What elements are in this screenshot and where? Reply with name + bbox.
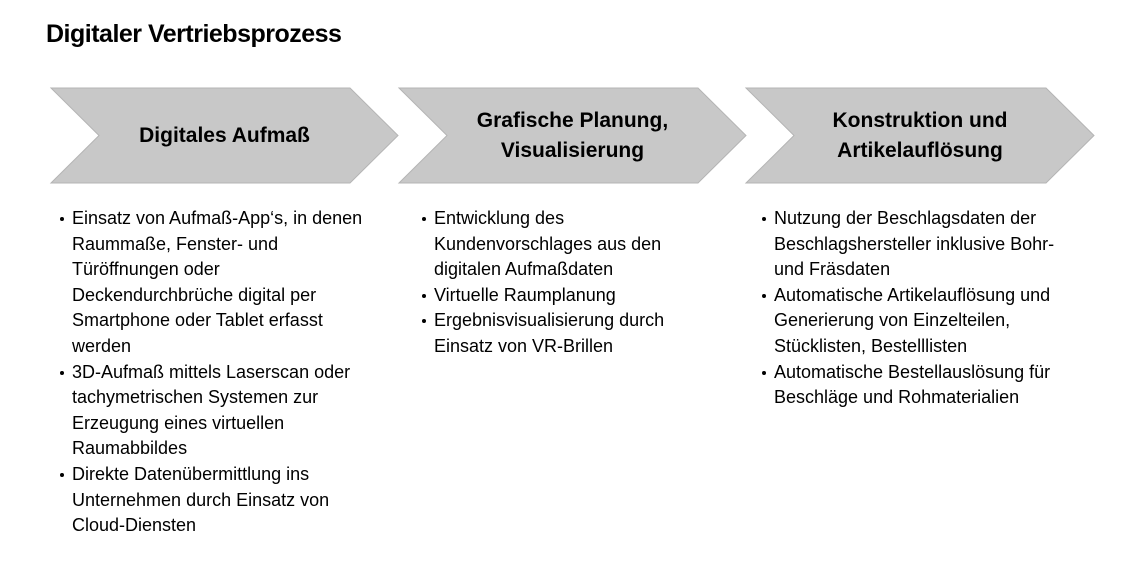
bullet-item: 3D-Aufmaß mittels Laserscan oder tachyme…	[60, 360, 385, 462]
bullet-item: Direkte Datenübermittlung ins Unternehme…	[60, 462, 385, 539]
chevron-step-2	[397, 87, 747, 184]
bullet-item: Nutzung der Beschlagsdaten der Beschlags…	[762, 206, 1082, 283]
bullet-item: Entwicklung des Kundenvorschlages aus de…	[422, 206, 722, 283]
bullet-item: Automatische Artikelauflösung und Generi…	[762, 283, 1082, 360]
process-chevrons	[49, 87, 1095, 184]
diagram-title: Digitaler Vertriebsprozess	[46, 20, 342, 48]
step-3-bullet-list: Nutzung der Beschlagsdaten der Beschlags…	[762, 206, 1082, 411]
chevron-step-3	[744, 87, 1095, 184]
bullet-item: Einsatz von Aufmaß-App‘s, in denen Raumm…	[60, 206, 385, 360]
bullet-item: Ergebnisvisualisierung durch Einsatz von…	[422, 308, 722, 359]
chevron-step-1	[49, 87, 399, 184]
step-1-bullet-list: Einsatz von Aufmaß-App‘s, in denen Raumm…	[60, 206, 385, 539]
step-2-label: Grafische Planung, Visualisierung	[476, 108, 669, 162]
bullet-item: Virtuelle Raumplanung	[422, 283, 722, 309]
step-3-label: Konstruktion und Artikelauflösung	[832, 108, 1008, 162]
step-2-bullet-list: Entwicklung des Kundenvorschlages aus de…	[422, 206, 722, 360]
step-1-label: Digitales Aufmaß	[139, 123, 310, 147]
bullet-item: Automatische Bestellauslösung für Beschl…	[762, 360, 1082, 411]
